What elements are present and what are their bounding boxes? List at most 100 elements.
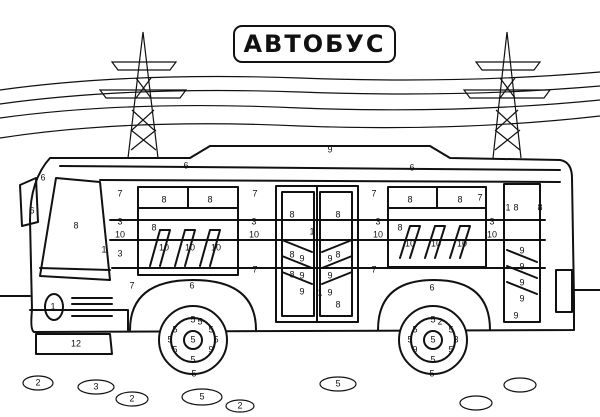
region-number: 1 [50,301,55,311]
region-number: 9 [299,253,304,263]
region-number: 9 [519,277,524,287]
region-number: 7 [477,192,482,202]
wheel-front [158,305,228,375]
region-number: 5 [430,354,435,364]
region-number: 10 [185,242,195,252]
region-number: 5 [430,314,435,324]
region-number: 10 [249,229,259,239]
power-tower-right [462,31,552,159]
region-number: 2 [437,316,442,326]
page-title: АВТОБУС [233,25,396,63]
region-number: 10 [115,229,125,239]
region-number: 9 [412,344,417,354]
region-number: 6 [29,205,34,215]
front-details [44,269,573,321]
region-number: 8 [457,194,462,204]
region-number: 5 [208,324,213,334]
region-number: 8 [73,220,78,230]
region-number: 7 [129,280,134,290]
region-number: 2 [35,377,40,387]
region-number: 1 [505,202,510,212]
region-number: 5 [412,324,417,334]
region-number: 3 [251,216,256,226]
region-number: 5 [448,344,453,354]
region-number: 6 [409,162,414,172]
region-number: 7 [371,264,376,274]
region-number: 10 [159,242,169,252]
region-number: 10 [487,229,497,239]
power-tower-left [98,31,188,159]
region-number: 1 [309,226,314,236]
region-number: 8 [407,194,412,204]
region-number: 10 [457,238,467,248]
region-number: 9 [327,144,332,154]
region-number: 5 [172,344,177,354]
region-number: 5 [167,334,172,344]
region-number: 3 [117,248,122,258]
region-number: 8 [289,209,294,219]
region-number: 8 [513,202,518,212]
region-number: 9 [208,344,213,354]
region-number: 12 [71,338,81,348]
region-number: 9 [519,245,524,255]
region-number: 5 [190,314,195,324]
region-number: 1 [317,287,322,297]
region-number: 8 [537,202,542,212]
region-number: 5 [191,368,196,378]
region-number: 9 [299,270,304,280]
region-number: 5 [172,324,177,334]
region-number: 9 [519,293,524,303]
power-lines [0,71,600,139]
bus-windows [137,183,541,323]
region-number: 5 [213,334,218,344]
region-number: 8 [151,222,156,232]
region-number: 2 [237,400,242,410]
region-number: 5 [190,334,195,344]
region-number: 5 [197,316,202,326]
stones [22,375,537,413]
region-number: 7 [371,188,376,198]
region-number: 6 [40,172,45,182]
region-number: 10 [405,238,415,248]
wheel-arches [129,279,491,331]
region-number: 2 [129,393,134,403]
region-number: 7 [117,188,122,198]
region-number: 3 [453,334,458,344]
region-number: 8 [207,194,212,204]
region-number: 6 [183,160,188,170]
region-number: 5 [199,391,204,401]
wheel-rear [398,305,468,375]
region-number: 5 [429,368,434,378]
region-number: 5 [430,334,435,344]
region-number: 3 [117,216,122,226]
region-number: 5 [448,324,453,334]
region-number: 8 [335,209,340,219]
region-number: 8 [335,299,340,309]
region-number: 10 [211,242,221,252]
region-number: 5 [190,354,195,364]
region-number: 10 [431,238,441,248]
region-number: 9 [299,286,304,296]
region-number: 6 [189,280,194,290]
region-number: 3 [375,216,380,226]
region-number: 9 [327,253,332,263]
region-number: 9 [327,287,332,297]
region-number: 8 [335,249,340,259]
region-number: 9 [327,270,332,280]
region-number: 1 [101,244,106,254]
region-number: 8 [289,249,294,259]
region-number: 5 [335,378,340,388]
region-number: 8 [161,194,166,204]
region-number: 7 [252,264,257,274]
region-number: 10 [373,229,383,239]
region-number: 9 [513,310,518,320]
region-number: 8 [289,269,294,279]
region-number: 3 [489,216,494,226]
region-number: 7 [252,188,257,198]
region-number: 8 [397,222,402,232]
region-number: 6 [429,282,434,292]
region-number: 5 [407,334,412,344]
